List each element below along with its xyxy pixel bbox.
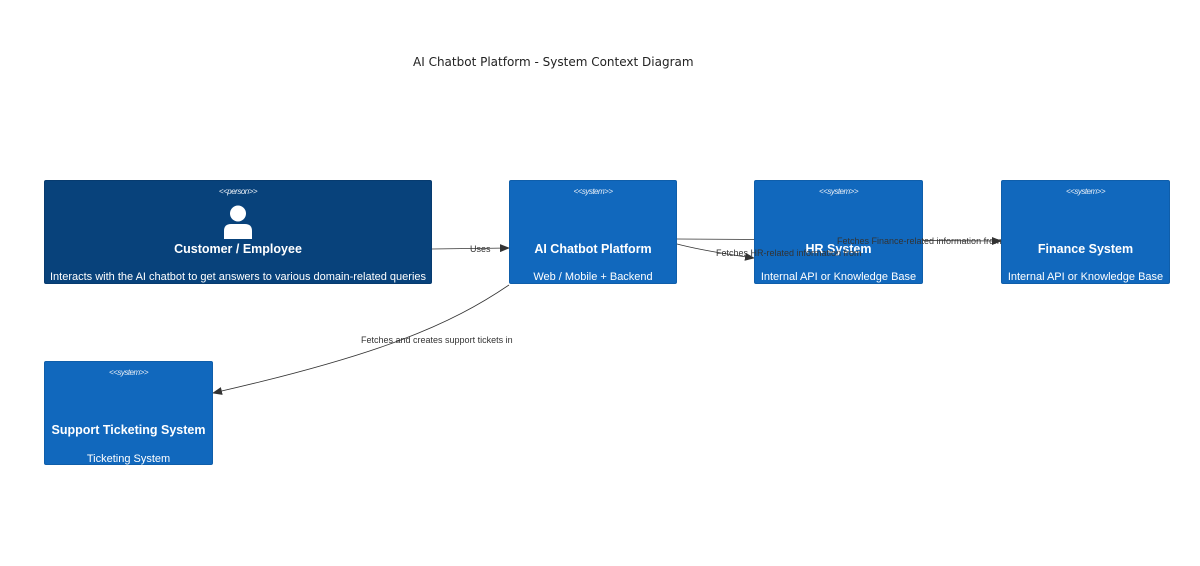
edge-label-finance: Fetches Finance-related information from: [837, 236, 1002, 246]
node-name: Support Ticketing System: [51, 423, 206, 437]
node-name: Finance System: [1037, 242, 1134, 256]
edge-label-uses: Uses: [470, 244, 491, 254]
node-description: Ticketing System: [86, 453, 171, 465]
node-name: AI Chatbot Platform: [534, 242, 652, 256]
node-stereotype: <<system>>: [573, 187, 613, 196]
node-support-ticketing-system[interactable]: <<system>> Support Ticketing System Tick…: [44, 361, 213, 465]
node-customer-employee[interactable]: <<person>> Customer / Employee Interacts…: [44, 180, 432, 284]
node-finance-system[interactable]: <<system>> Finance System Internal API o…: [1001, 180, 1170, 284]
node-stereotype: <<person>>: [218, 187, 258, 196]
node-stereotype: <<system>>: [818, 187, 859, 196]
node-description: Web / Mobile + Backend: [533, 271, 653, 283]
node-stereotype: <<system>>: [108, 368, 149, 377]
node-description: Interacts with the AI chatbot to get ans…: [49, 271, 427, 283]
person-icon: [224, 205, 252, 239]
node-name: Customer / Employee: [174, 242, 302, 256]
node-name: HR System: [805, 242, 872, 256]
edge-label-tickets: Fetches and creates support tickets in: [361, 335, 513, 345]
node-hr-system[interactable]: <<system>> HR System Internal API or Kno…: [754, 180, 923, 284]
node-description: Internal API or Knowledge Base: [1007, 271, 1164, 283]
node-stereotype: <<system>>: [1065, 187, 1106, 196]
node-ai-chatbot-platform[interactable]: <<system>> AI Chatbot Platform Web / Mob…: [509, 180, 677, 284]
node-description: Internal API or Knowledge Base: [760, 271, 917, 283]
edge-label-hr: Fetches HR-related information from: [716, 248, 862, 258]
diagram-title: AI Chatbot Platform - System Context Dia…: [413, 55, 694, 69]
